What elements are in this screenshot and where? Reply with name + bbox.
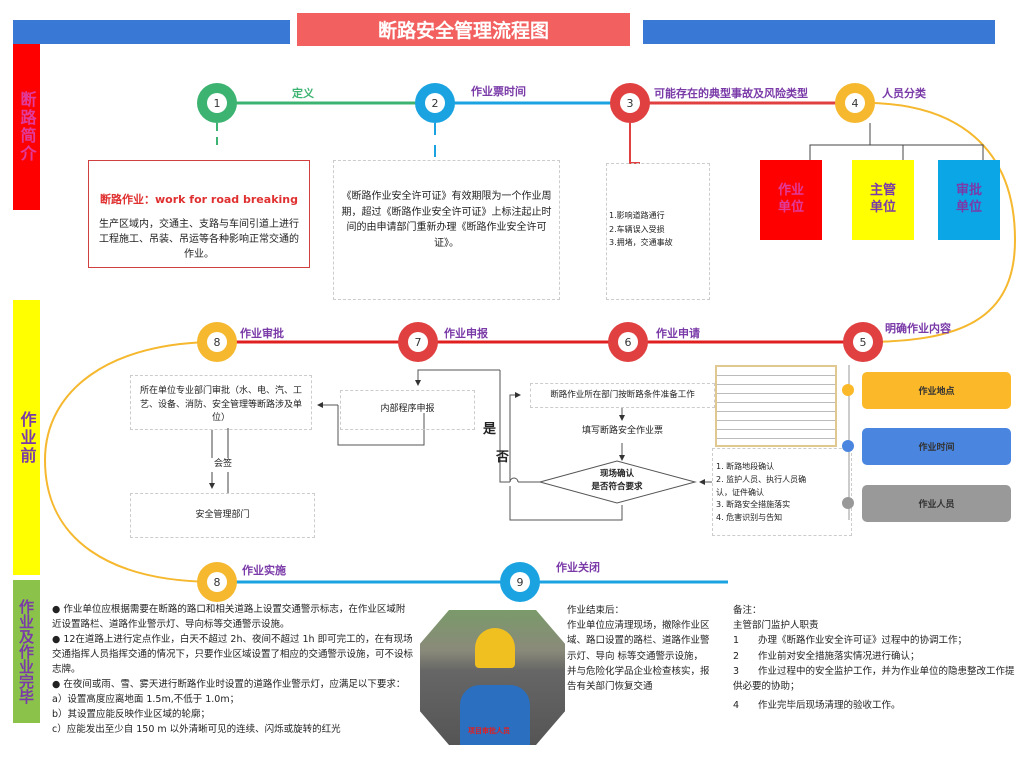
decision-text: 现场确认 是否符合要求 [591, 469, 643, 492]
impl-item-c: c）应能发出至少自 150 m 以外清晰可见的连续、闪烁或旋转的红光 [52, 724, 341, 735]
check-1: 1. 断路地段确认 [716, 462, 775, 471]
header-bar-right [643, 20, 995, 44]
worker-body [460, 685, 530, 745]
step-2-label: 作业票时间 [471, 85, 526, 98]
note-3: 3 作业过程中的安全监护工作，并为作业单位的隐患整改工作提供必要的协助； [733, 665, 1015, 692]
note-1: 1 办理《断路作业安全许可证》过程中的协调工作； [733, 635, 968, 647]
definition-body: 生产区域内，交通主、支路与车间引道上进行工程施工、吊装、吊运等各种影响正常交通的… [99, 219, 299, 260]
closing-body: 作业单位应清理现场，撤除作业区域、路口设置的路栏、道路作业警示灯、导向 标等交通… [567, 620, 710, 662]
impl-item-a: a）设置高度应离地面 1.5m,不低于 1.0m； [52, 694, 240, 705]
risk-1: 1.影响道路通行 [609, 211, 665, 220]
safety-dept-text: 安全管理部门 [195, 510, 250, 520]
photo-caption: 项目审批人员 [468, 727, 510, 735]
page-title: 断路安全管理流程图 [297, 13, 630, 46]
header-bar-left [13, 20, 290, 44]
step-6-label: 作业申请 [656, 327, 700, 340]
checks-box [712, 448, 852, 536]
countersign-label: 会签 [208, 458, 238, 472]
risk-3: 3.拥堵，交通事故 [609, 238, 673, 248]
approval-text: 所在单位专业部门审批（水、电、汽、工艺、设备、消防、安全管理等断路涉及单位） [140, 386, 303, 423]
checks-list: 1. 断路地段确认 2. 监护人员、执行人员确认，证件确认 3. 断路安全措施落… [716, 461, 816, 525]
step-8-implementation: 8 [197, 562, 237, 602]
site-photo: 项目审批人员 [420, 610, 565, 745]
time-dot [842, 440, 854, 452]
check-4: 4. 危害识别与告知 [716, 513, 783, 523]
internal-text: 内部程序申报 [380, 404, 435, 414]
step-1: 1 [197, 83, 237, 123]
prepare-box [530, 383, 715, 408]
step-4: 4 [835, 83, 875, 123]
content-personnel: 作业人员 [862, 485, 1011, 522]
approval-box [130, 375, 312, 430]
notes-title: 备注： [733, 605, 762, 616]
step-8-approval: 8 [197, 322, 237, 362]
personnel-dot [842, 497, 854, 509]
definition-box: 断路作业：work for road breaking 生产区域内，交通主、支路… [88, 160, 310, 268]
personnel-work-unit: 作业单位 [760, 160, 822, 240]
closing-title: 作业结束后： [567, 605, 625, 616]
impl-bullet-1: ● 作业单位应根据需要在断路的路口和相关道路上设置交通警示标志，在作业区域附近设… [52, 604, 406, 630]
risk-2: 2.车辆误入受损 [609, 224, 665, 234]
no-label: 否 [496, 450, 510, 465]
step-7: 7 [398, 322, 438, 362]
note-4: 4 作业完毕后现场清理的验收工作。 [733, 700, 901, 712]
check-2: 2. 监护人员、执行人员确认，证件确认 [716, 474, 807, 497]
impl-bullet-2: ● 12在道路上进行定点作业，白天不超过 2h、夜间不超过 1h 即可完工的，在… [52, 634, 414, 675]
impl-bullet-3: ● 在夜间或雨、雪、雾天进行断路作业时设置的道路作业警示灯，应满足以下要求： [52, 679, 406, 690]
ticket-time-box: 《断路作业安全许可证》有效期限为一个作业周期，超过《断路作业安全许可证》上标注起… [333, 160, 560, 300]
definition-heading: 断路作业：work for road breaking [100, 193, 298, 206]
step-2: 2 [415, 83, 455, 123]
permit-form-image [715, 365, 837, 447]
risk-box: 1.影响道路通行 2.车辆误入受损 3.拥堵，交通事故 [606, 163, 710, 300]
yes-label: 是 [483, 422, 497, 437]
safety-dept-box [130, 493, 315, 538]
step-8b-label: 作业实施 [242, 564, 286, 577]
implementation-text: ● 作业单位应根据需要在断路的路口和相关道路上设置交通警示标志，在作业区域附近设… [52, 602, 414, 737]
closing-text: 作业结束后： 作业单位应清理现场，撤除作业区域、路口设置的路栏、道路作业警示灯、… [567, 603, 717, 694]
check-3: 3. 断路安全措施落实 [716, 500, 791, 510]
impl-item-b: b）其设置应能反映作业区域的轮廓； [52, 709, 211, 720]
step-4-label: 人员分类 [882, 87, 926, 100]
step-5-label: 明确作业内容 [885, 322, 951, 335]
internal-box [340, 390, 475, 430]
notes-subtitle: 主管部门监护人职责 [733, 620, 819, 632]
step-1-label: 定义 [292, 87, 314, 100]
content-time: 作业时间 [862, 428, 1011, 465]
helmet [475, 628, 515, 668]
step-3-label: 可能存在的典型事故及风险类型 [654, 87, 808, 100]
location-dot [842, 384, 854, 396]
step-6: 6 [608, 322, 648, 362]
ticket-time-text: 《断路作业安全许可证》有效期限为一个作业周期，超过《断路作业安全许可证》上标注起… [341, 191, 552, 249]
step-3: 3 [610, 83, 650, 123]
section-intro: 断路简介 [13, 44, 40, 210]
step-8-label: 作业审批 [240, 327, 284, 340]
section-before: 作业前 [13, 300, 40, 575]
fill-ticket-text: 填写断路安全作业票 [581, 426, 663, 436]
step-9: 9 [500, 562, 540, 602]
step-7-label: 作业申报 [444, 327, 488, 340]
note-2: 2 作业前对安全措施落实情况进行确认； [733, 650, 920, 662]
step-9-label: 作业关闭 [556, 561, 600, 574]
personnel-supervisor-unit: 主管单位 [852, 160, 914, 240]
notes: 备注： 主管部门监护人职责 1 办理《断路作业安全许可证》过程中的协调工作； 2… [733, 603, 1018, 713]
prepare-text: 断路作业所在部门按断路条件准备工作 [550, 390, 695, 400]
personnel-approval-unit: 审批单位 [938, 160, 1000, 240]
closing-verify: 并与危险化学品企业检查核实，报告有关部门恢复交通 [567, 665, 710, 692]
section-during: 作业及作业完毕 [13, 580, 40, 723]
step-5: 5 [843, 322, 883, 362]
content-location: 作业地点 [862, 372, 1011, 409]
